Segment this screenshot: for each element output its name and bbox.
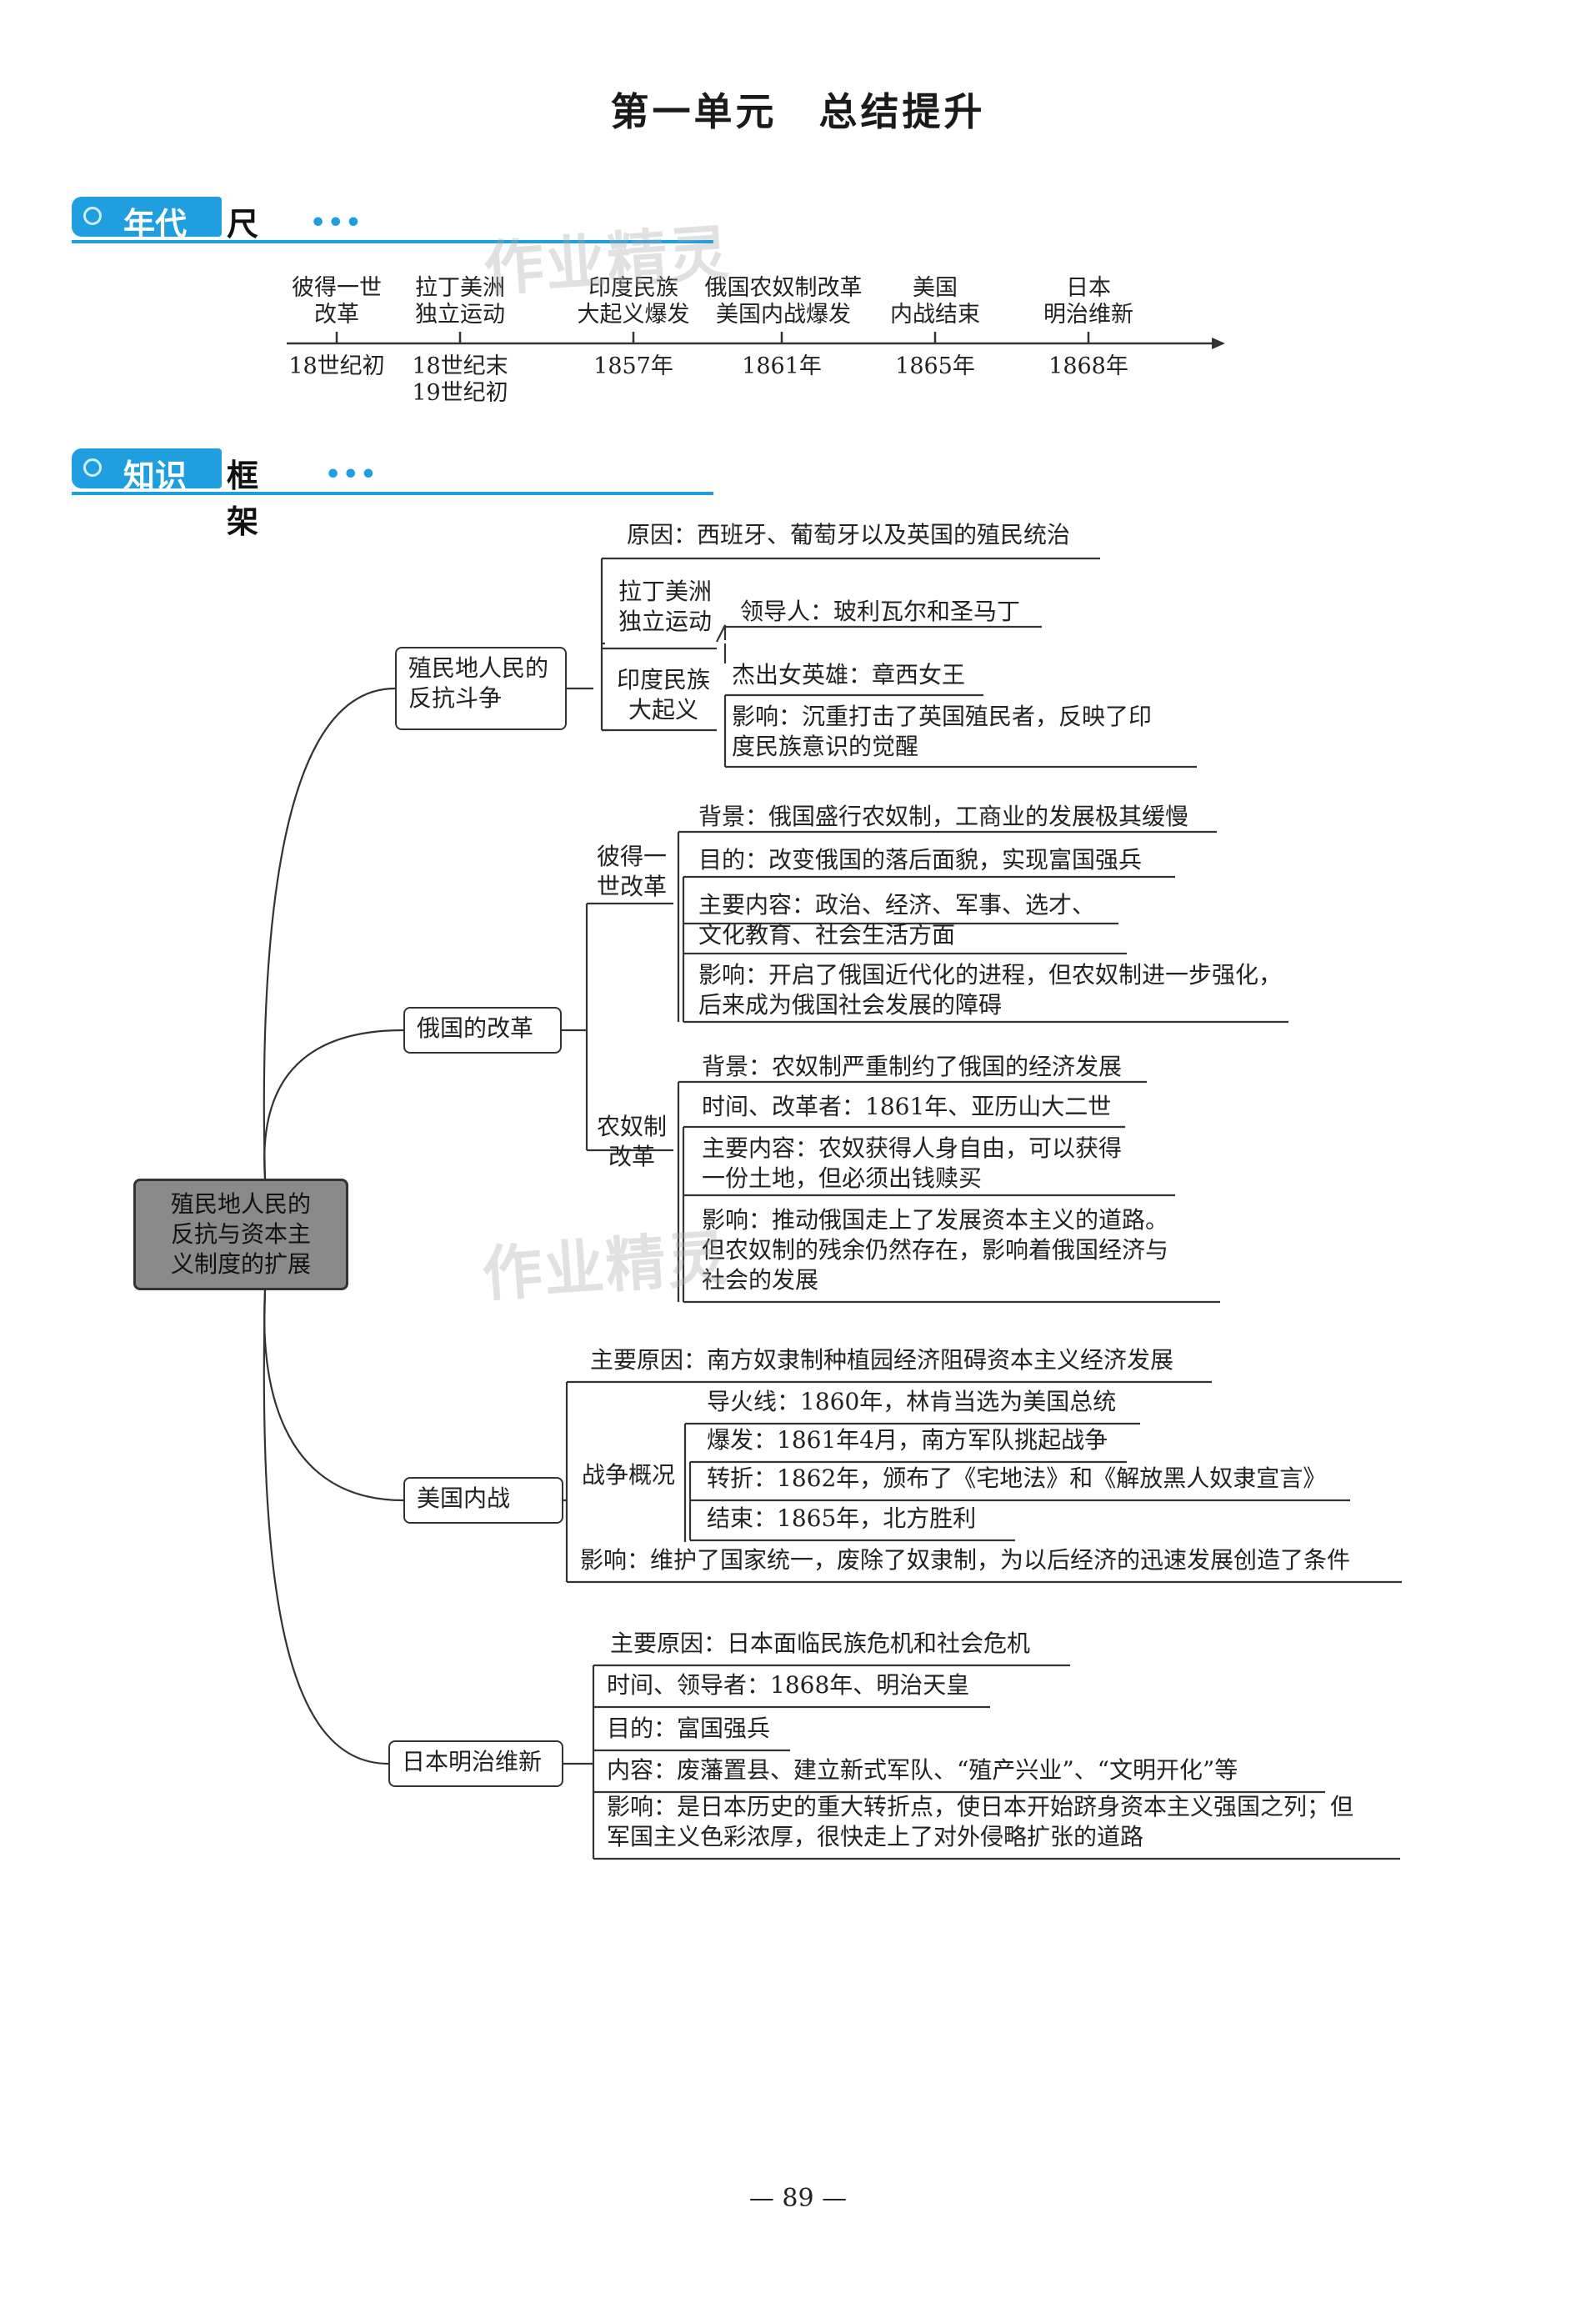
b3-cause: 主要原因：南方奴隶制种植园经济阻碍资本主义经济发展 — [590, 1346, 1174, 1374]
b2-peter-impact: 影响：开启了俄国近代化的进程，但农奴制进一步强化，后来成为俄国社会发展的障碍 — [698, 961, 1283, 1019]
page-title: 第一单元 总结提升 — [610, 89, 986, 134]
b2-serf-time: 时间、改革者：1861年、亚历山大二世 — [702, 1093, 1112, 1120]
b3-outbreak: 爆发：1861年4月，南方军队挑起战争 — [707, 1426, 1108, 1454]
b3-war-label: 战争概况 — [582, 1461, 676, 1489]
b4-impact: 影响：是日本历史的重大转折点，使日本开始跻身资本主义强国之列；但军国主义色彩浓厚… — [607, 1793, 1354, 1850]
section-underline — [72, 240, 713, 243]
b4-content: 内容：废藩置县、建立新式军队、“殖产兴业”、“文明开化”等 — [607, 1756, 1238, 1784]
b3-turning-point: 转折：1862年，颁布了《宅地法》和《解放黑人奴隶宣言》 — [707, 1464, 1327, 1492]
watermark: 作业精灵 — [479, 1222, 732, 1310]
b1-cause: 原因：西班牙、葡萄牙以及英国的殖民统治 — [627, 521, 1071, 548]
b1-india-label: 印度民族大起义 — [617, 666, 711, 723]
circle-icon — [83, 207, 102, 225]
b2-peter-goal: 目的：改变俄国的落后面貌，实现富国强兵 — [698, 846, 1143, 874]
circle-icon — [83, 458, 102, 477]
timeline-event: 彼得一世改革 — [292, 275, 382, 328]
mindmap-root: 殖民地人民的反抗与资本主义制度的扩展 — [133, 1179, 348, 1290]
timeline-event: 美国内战结束 — [890, 275, 980, 328]
dots-icon: ••• — [325, 460, 378, 489]
section-tag: 知识 — [72, 448, 222, 494]
b1-india-hero: 杰出女英雄：章西女王 — [732, 661, 966, 688]
b1-latin-label: 拉丁美洲独立运动 — [618, 578, 713, 635]
timeline-date: 1861年 — [742, 353, 822, 379]
b1-india-impact: 影响：沉重打击了英国殖民者，反映了印度民族意识的觉醒 — [732, 703, 1153, 760]
b1-latin-leader: 领导人：玻利瓦尔和圣马丁 — [740, 598, 1021, 625]
b2-peter-background: 背景：俄国盛行农奴制，工商业的发展极其缓慢 — [698, 803, 1189, 830]
section-tag-text: 年代 — [123, 206, 188, 243]
b2-serf-impact: 影响：推动俄国走上了发展资本主义的道路。但农奴制的残余仍然存在，影响着俄国经济与… — [702, 1206, 1169, 1294]
b2-peter-label: 彼得一世改革 — [597, 843, 668, 900]
timeline-axis — [287, 332, 1225, 349]
b4-cause: 主要原因：日本面临民族危机和社会危机 — [610, 1630, 1031, 1657]
page-number: — 89 — — [748, 2184, 848, 2213]
dots-icon: ••• — [310, 208, 363, 238]
b2-serf-label: 农奴制改革 — [597, 1113, 668, 1170]
section-underline — [72, 492, 713, 495]
timeline-date: 18世纪初 — [288, 353, 385, 379]
branch-us-civil-war: 美国内战 — [403, 1477, 563, 1524]
branch-meiji-restoration: 日本明治维新 — [388, 1740, 563, 1787]
timeline-event: 俄国农奴制改革美国内战爆发 — [704, 275, 863, 328]
section-tag: 年代 — [72, 197, 222, 243]
b3-impact: 影响：维护了国家统一，废除了奴隶制，为以后经济的迅速发展创造了条件 — [580, 1546, 1351, 1574]
timeline-event: 印度民族大起义爆发 — [577, 275, 690, 328]
b2-serf-background: 背景：农奴制严重制约了俄国的经济发展 — [702, 1053, 1123, 1080]
b4-time: 时间、领导者：1868年、明治天皇 — [607, 1671, 970, 1699]
section-tag-text: 知识 — [123, 458, 188, 494]
timeline-event: 拉丁美洲独立运动 — [415, 275, 505, 328]
timeline-event: 日本明治维新 — [1043, 275, 1133, 328]
b2-peter-content: 主要内容：政治、经济、军事、选才、文化教育、社会生活方面 — [698, 891, 1096, 949]
branch-russia-reform: 俄国的改革 — [403, 1007, 562, 1054]
b4-goal: 目的：富国强兵 — [607, 1715, 771, 1742]
section-title-rest: 尺 — [227, 206, 259, 243]
b2-serf-content: 主要内容：农奴获得人身自由，可以获得一份土地，但必须出钱赎买 — [702, 1134, 1123, 1192]
section-title-rest: 框架 — [227, 458, 259, 540]
branch-colonial-resistance: 殖民地人民的反抗斗争 — [395, 647, 567, 730]
timeline-date: 1865年 — [895, 353, 975, 379]
timeline-date: 1868年 — [1048, 353, 1128, 379]
watermark: 作业精灵 — [481, 217, 733, 305]
timeline-date: 1857年 — [593, 353, 673, 379]
b3-fuse: 导火线：1860年，林肯当选为美国总统 — [707, 1388, 1117, 1415]
b3-end: 结束：1865年，北方胜利 — [707, 1504, 977, 1532]
